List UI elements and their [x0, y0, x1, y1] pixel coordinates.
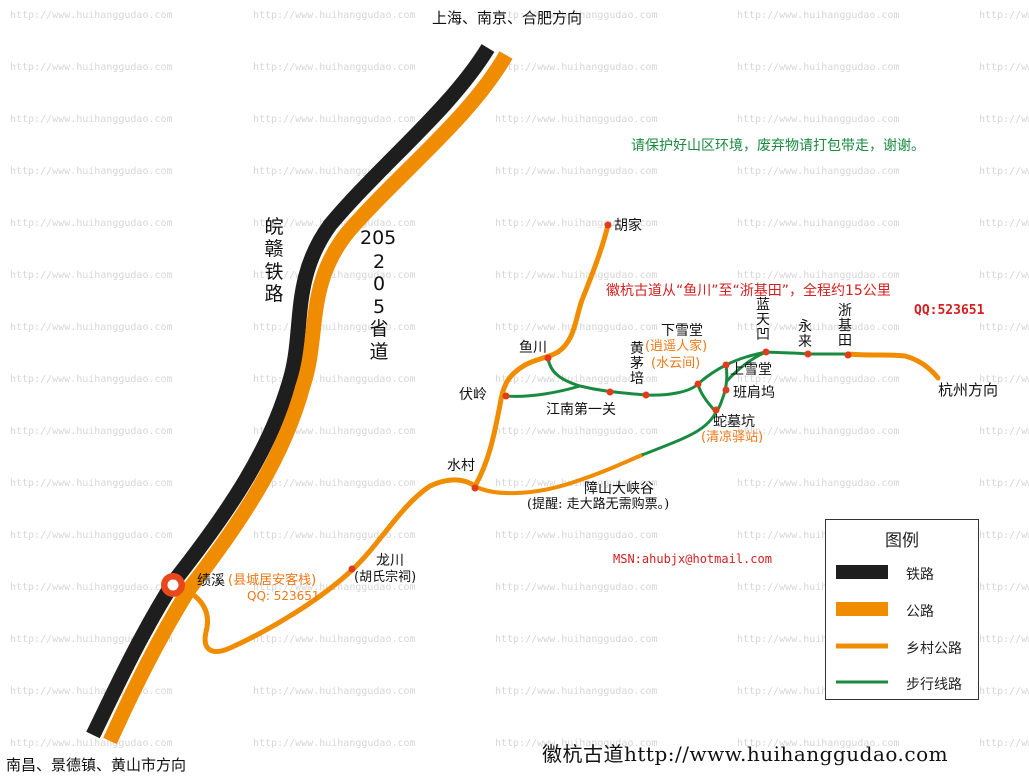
place-yuchuan: 鱼川 — [519, 340, 547, 356]
provincial-road-label: 205省道 — [369, 251, 389, 363]
east-direction-label: 杭州方向 — [938, 381, 999, 399]
dot-shemukeng — [712, 406, 720, 414]
highway-swatch — [836, 602, 888, 616]
rural-road-swatch — [836, 643, 888, 649]
dot-shuicun — [471, 484, 479, 492]
trail-yuchuan-jiangnan — [546, 357, 700, 397]
place-xiaxuetang: 下雪堂 — [661, 323, 703, 339]
legend-item-rural-road: 乡村公路 — [836, 636, 976, 657]
legend-label-rural-road: 乡村公路 — [906, 641, 962, 657]
place-shangxuetang: 上雪堂 — [730, 362, 772, 378]
rural-road-zhejitian-hangzhou — [845, 351, 941, 381]
southwest-direction-label: 南昌、景德镇、黄山市方向 — [6, 756, 187, 774]
trail-fuling-jiangnan — [505, 384, 581, 398]
place-jixi-inn: (县城居安客栈) — [228, 573, 317, 588]
place-zhangshan-note: (提醒: 走大路无需购票。) — [527, 497, 670, 512]
place-hujia: 胡家 — [614, 218, 642, 234]
dot-jiangnan — [606, 388, 614, 396]
place-hushi-zongci: (胡氏宗祠) — [354, 570, 417, 585]
dot-banjianwu — [722, 386, 730, 394]
jixi-station-inner — [167, 579, 179, 591]
legend-label-railway: 铁路 — [906, 567, 934, 583]
dot-yonglai — [804, 350, 812, 358]
place-shuicun: 水村 — [447, 458, 475, 474]
dot-xiaxuetang — [694, 380, 702, 388]
legend-item-railway: 铁路 — [836, 562, 976, 583]
legend-item-highway: 公路 — [836, 599, 976, 620]
place-lantianwa: 蓝天凹 — [756, 297, 770, 344]
place-xiaoyao-renjia: (逍遥人家) — [645, 339, 708, 354]
place-zhejitian: 浙基田 — [838, 303, 852, 350]
rural-road-fuling-yuchuan-hujia — [522, 222, 611, 368]
place-huangmaopei: 黄茅培 — [630, 341, 644, 388]
trail-shemukeng-zhangshan — [641, 411, 718, 457]
legend-box: 图例 铁路 公路 乡村公路 步行线路 — [825, 519, 979, 700]
rural-road-jixi-shuicun — [173, 477, 478, 654]
trail-lantianwa-branch — [724, 350, 767, 384]
place-jixi-qq: QQ: 523651 — [247, 589, 320, 603]
legend-label-trail: 步行线路 — [906, 677, 962, 693]
dot-shangxuetang — [722, 361, 730, 369]
trail-banjianwu-shemukeng — [696, 364, 729, 415]
place-yonglai: 永来 — [798, 319, 812, 351]
rural-road-shuicun-fuling — [472, 362, 528, 489]
legend-item-trail: 步行线路 — [836, 672, 976, 693]
place-banjianwu: 班肩坞 — [733, 385, 775, 401]
place-jixi: 绩溪 — [197, 573, 225, 589]
qq-contact-top: QQ:523651 — [914, 303, 985, 318]
dot-zhejitian — [844, 351, 852, 359]
dot-hujia — [604, 221, 612, 229]
trail-swatch — [836, 680, 888, 684]
trail-xiaxuetang-zhejitian — [696, 350, 848, 386]
place-shuiyun-jian: (水云间) — [651, 356, 701, 371]
legend-label-highway: 公路 — [906, 604, 934, 620]
provincial-road-number: 205 — [360, 227, 397, 249]
railway-line — [86, 44, 495, 739]
dot-fuling — [502, 392, 510, 400]
route-summary: 徽杭古道从“鱼川”至“浙基田”，全程约15公里 — [606, 283, 891, 299]
footer-website: 徽杭古道http://www.huihanggudao.com — [542, 742, 949, 766]
rural-road-shuicun-zhangshan — [473, 453, 644, 496]
legend-title: 图例 — [885, 531, 919, 551]
dot-longchuan — [348, 565, 356, 573]
place-qingliang-yizhan: (清凉驿站) — [701, 430, 764, 445]
msn-contact: MSN:ahubjx@hotmail.com — [613, 552, 772, 566]
railway-swatch — [836, 565, 888, 579]
environment-notice: 请保护好山区环境，废弃物请打包带走，谢谢。 — [631, 138, 925, 154]
dot-lantianwa — [762, 348, 770, 356]
place-zhangshan-daxiagu: 障山大峡谷 — [584, 481, 654, 497]
dot-yuchuan — [544, 354, 552, 362]
provincial-road-205 — [103, 51, 513, 745]
north-direction-label: 上海、南京、合肥方向 — [432, 9, 583, 27]
place-jiangnan-diyiguan: 江南第一关 — [546, 402, 616, 418]
place-shemukeng: 蛇墓坑 — [713, 414, 755, 430]
place-longchuan: 龙川 — [376, 553, 404, 569]
dot-huangmaopei — [642, 391, 650, 399]
railway-label: 皖赣铁路 — [264, 216, 284, 306]
place-fuling: 伏岭 — [459, 387, 487, 403]
